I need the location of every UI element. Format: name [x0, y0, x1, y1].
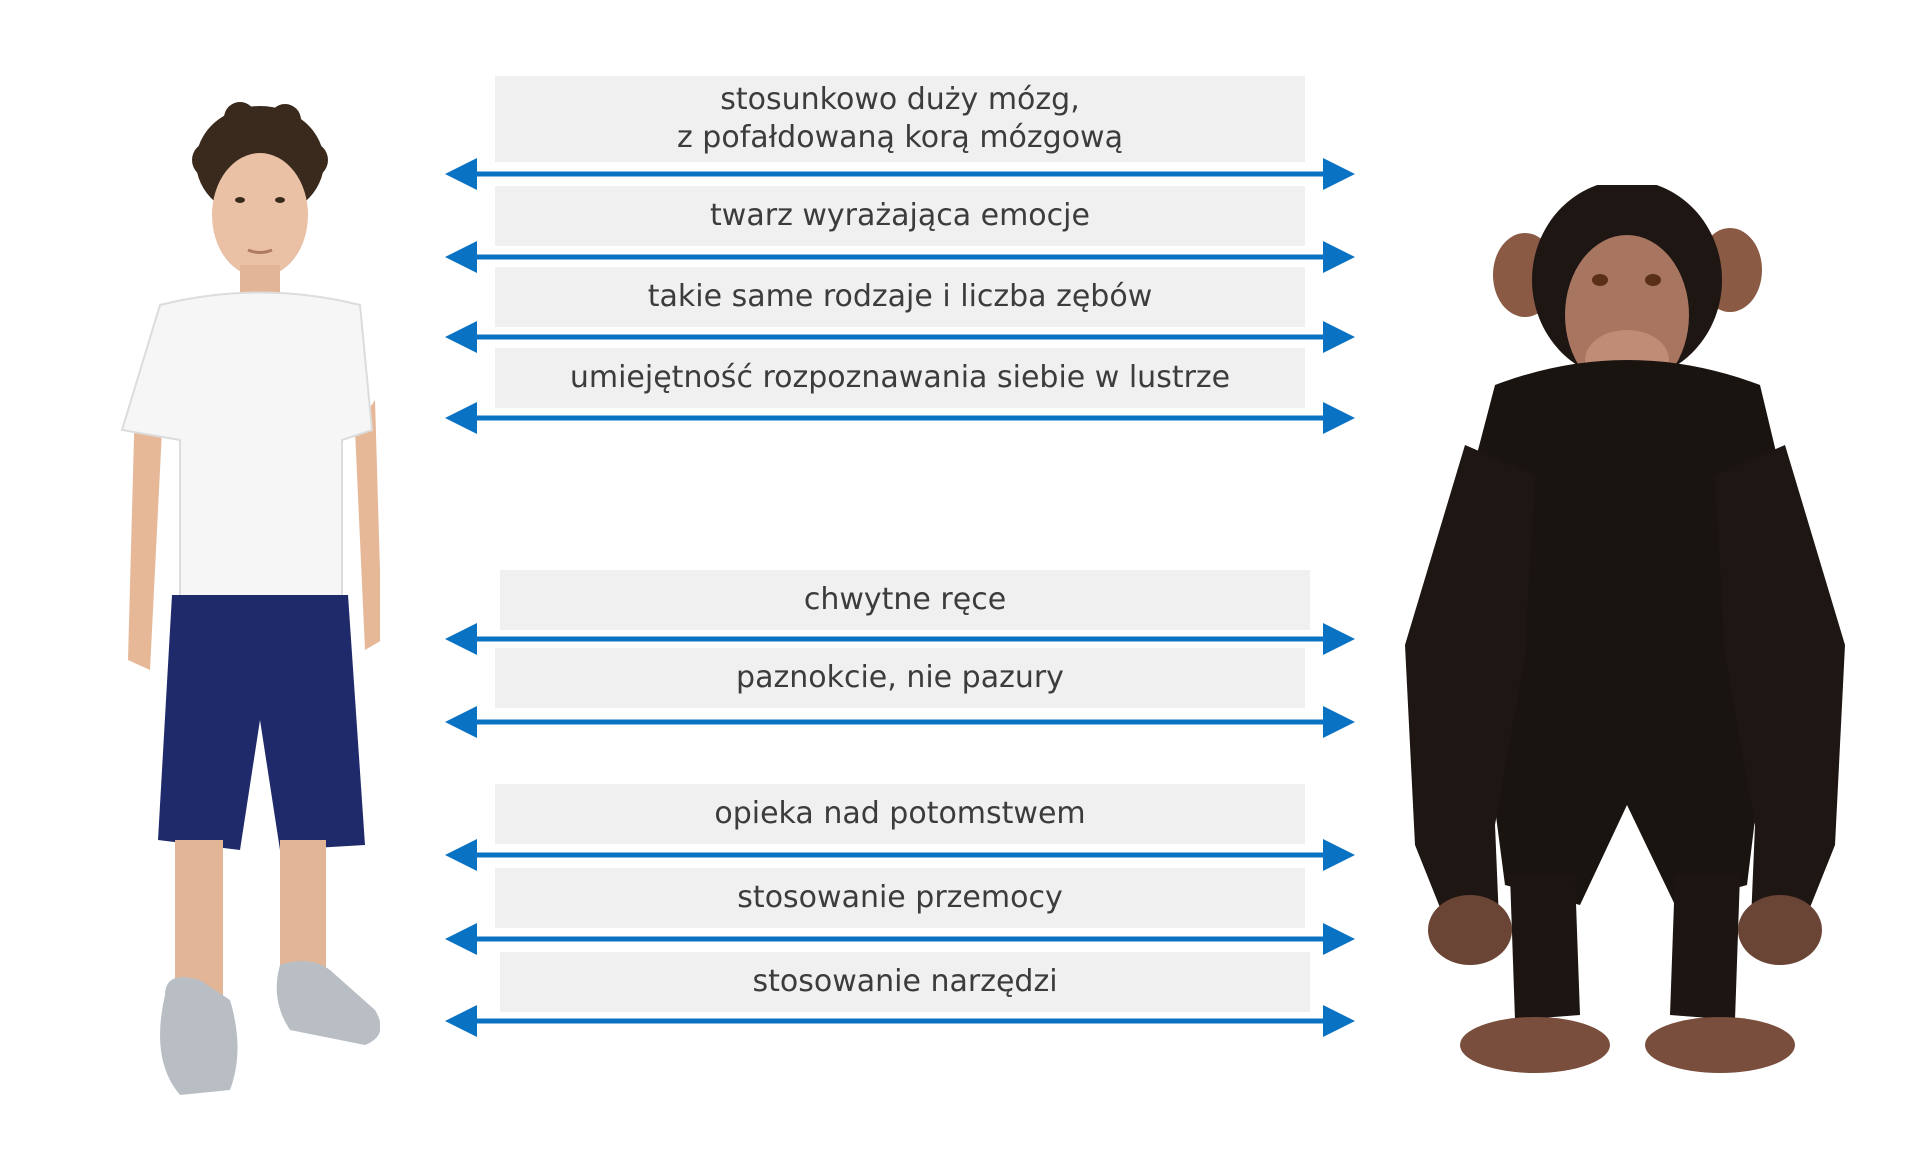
trait-box-tools: stosowanie narzędzi — [500, 952, 1310, 1012]
trait-text-line: z pofałdowaną korą mózgową — [677, 120, 1123, 155]
trait-box-teeth: takie same rodzaje i liczba zębów — [495, 267, 1305, 327]
trait-text: takie same rodzaje i liczba zębów — [647, 279, 1153, 314]
double-arrow-icon — [445, 321, 1355, 353]
trait-text-line: stosunkowo duży mózg, — [720, 82, 1080, 117]
double-arrow-icon — [445, 623, 1355, 655]
double-arrow-icon — [445, 241, 1355, 273]
chimpanzee-figure-icon — [1405, 185, 1845, 1073]
trait-text: stosowanie narzędzi — [752, 964, 1058, 999]
double-arrow-icon — [445, 923, 1355, 955]
trait-text: umiejętność rozpoznawania siebie w lustr… — [569, 360, 1231, 395]
trait-box-care: opieka nad potomstwem — [495, 784, 1305, 844]
double-arrow-icon — [445, 1005, 1355, 1037]
double-arrow-icon — [445, 158, 1355, 190]
double-arrow-icon — [445, 839, 1355, 871]
trait-box-mirror: umiejętność rozpoznawania siebie w lustr… — [495, 348, 1305, 408]
boy-figure-icon — [120, 102, 380, 1095]
trait-box-violence: stosowanie przemocy — [495, 868, 1305, 928]
trait-text: chwytne ręce — [803, 582, 1007, 617]
trait-box-brain: stosunkowo duży mózg, z pofałdowaną korą… — [495, 76, 1305, 162]
double-arrow-icon — [445, 402, 1355, 434]
trait-text: stosowanie przemocy — [737, 880, 1063, 915]
trait-box-hands: chwytne ręce — [500, 570, 1310, 630]
double-arrow-icon — [445, 706, 1355, 738]
trait-text: opieka nad potomstwem — [714, 796, 1086, 831]
trait-box-nails: paznokcie, nie pazury — [495, 648, 1305, 708]
trait-text: twarz wyrażająca emocje — [710, 198, 1090, 233]
trait-text: paznokcie, nie pazury — [736, 660, 1064, 695]
trait-box-face: twarz wyrażająca emocje — [495, 186, 1305, 246]
